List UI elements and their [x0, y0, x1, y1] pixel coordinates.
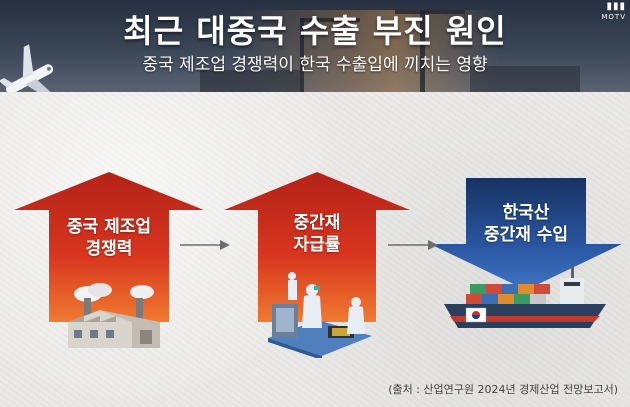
up-arrow-self-supply: [224, 172, 410, 322]
node-china-manufacturing-label: 중국 제조업 경쟁력: [66, 217, 152, 259]
page-subtitle: 중국 제조업 경쟁력이 한국 수출입에 끼치는 영향: [142, 55, 488, 75]
up-arrow-china-manufacturing: [14, 172, 204, 322]
connector-arrow-2: [388, 240, 438, 250]
crane-silhouette: [300, 18, 304, 92]
source-citation: (출처 : 산업연구원 2024년 경제산업 전망보고서): [388, 383, 618, 396]
header-banner: 최근 대중국 수출 부진 원인 중국 제조업 경쟁력이 한국 수출입에 끼치는 …: [0, 0, 630, 92]
broadcaster-logo: ▮▮▮ MOTV: [601, 1, 626, 22]
down-arrow-korea-imports: [430, 178, 622, 290]
connector-arrow-1: [180, 240, 230, 250]
factory-icon: [68, 283, 160, 348]
lab-workers-icon: [268, 272, 372, 358]
node-self-supply-label: 중간재 자급률: [293, 213, 341, 255]
airplane-icon: [0, 44, 59, 92]
page-title: 최근 대중국 수출 부진 원인: [123, 12, 507, 50]
cargo-ship-icon: [444, 266, 606, 328]
node-korea-imports-label: 한국산 중간재 수입: [483, 203, 569, 245]
